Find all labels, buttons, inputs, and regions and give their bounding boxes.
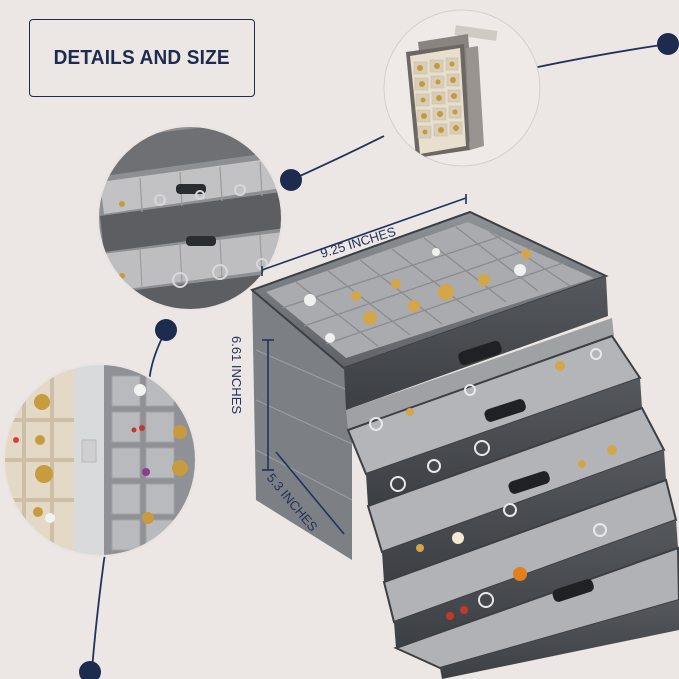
dot-marker-top-right [657, 33, 679, 55]
dot-marker-bottom [79, 661, 101, 679]
jewelry-organizer [250, 210, 679, 679]
detail-circle-tray-closeup [3, 363, 197, 557]
detail-circle-trays [383, 9, 541, 167]
title-box: DETAILS AND SIZE [29, 19, 255, 97]
dot-marker-left [155, 319, 177, 341]
dimension-lines [261, 194, 467, 535]
height-dimension-label: 6.61 INCHES [229, 336, 244, 414]
title-text: DETAILS AND SIZE [53, 46, 231, 69]
detail-circle-drawers [97, 125, 283, 311]
dot-marker-center [280, 169, 302, 191]
